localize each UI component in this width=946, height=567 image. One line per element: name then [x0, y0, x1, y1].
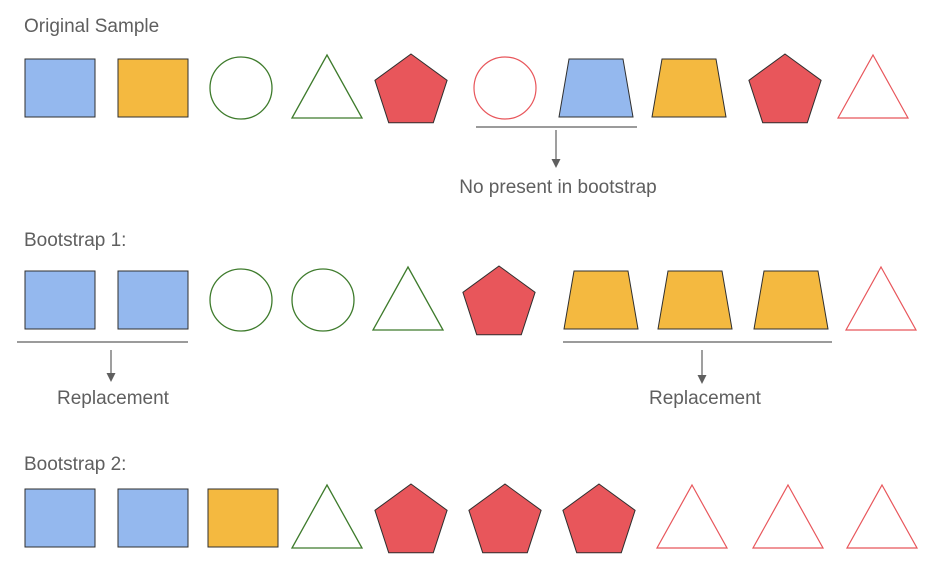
red-pentagon-shape — [468, 483, 542, 554]
green-outline-circle-shape — [209, 268, 273, 332]
row-title-bootstrap-1: Bootstrap 1: — [24, 230, 126, 251]
replacement-right-label: Replacement — [649, 388, 762, 409]
replacement-right-annotation: Replacement — [563, 341, 832, 409]
yellow-square-shape — [117, 58, 189, 118]
red-outline-triangle-shape — [655, 483, 729, 549]
blue-square-shape — [24, 488, 96, 548]
red-outline-triangle-shape — [836, 53, 910, 119]
yellow-square-shape — [207, 488, 279, 548]
blue-square-shape — [24, 270, 96, 330]
blue-square-shape — [117, 488, 189, 548]
green-outline-circle-shape — [291, 268, 355, 332]
red-outline-triangle-shape — [845, 483, 919, 549]
replacement-left-label: Replacement — [57, 388, 170, 409]
blue-square-shape — [24, 58, 96, 118]
red-outline-triangle-shape — [844, 265, 918, 331]
green-outline-circle-shape — [209, 56, 273, 120]
red-pentagon-shape — [374, 483, 448, 554]
red-outline-triangle-shape — [751, 483, 825, 549]
red-pentagon-shape — [748, 53, 822, 124]
red-pentagon-shape — [374, 53, 448, 124]
red-pentagon-shape — [462, 265, 536, 336]
original-sample-row — [24, 53, 910, 124]
replacement-right-arrow-head — [697, 375, 707, 384]
replacement-left-arrow-head — [106, 373, 116, 382]
row-title-bootstrap-2: Bootstrap 2: — [24, 454, 126, 475]
row-title-original-sample: Original Sample — [24, 16, 159, 37]
yellow-trapezoid-shape — [651, 58, 727, 118]
green-outline-triangle-shape — [371, 265, 445, 331]
green-outline-triangle-shape — [290, 483, 364, 549]
green-outline-triangle-shape — [290, 53, 364, 119]
red-pentagon-shape — [562, 483, 636, 554]
bootstrap-1-row — [24, 265, 918, 336]
not-present-annotation: No present in bootstrap — [459, 126, 657, 198]
not-present-label: No present in bootstrap — [459, 177, 657, 198]
yellow-trapezoid-shape — [753, 270, 829, 330]
replacement-left-annotation: Replacement — [17, 341, 188, 409]
blue-trapezoid-shape — [558, 58, 634, 118]
yellow-trapezoid-shape — [657, 270, 733, 330]
not-present-arrow-head — [551, 159, 561, 168]
red-outline-circle-shape — [473, 56, 537, 120]
yellow-trapezoid-shape — [563, 270, 639, 330]
bootstrap-2-row — [24, 483, 919, 554]
blue-square-shape — [117, 270, 189, 330]
